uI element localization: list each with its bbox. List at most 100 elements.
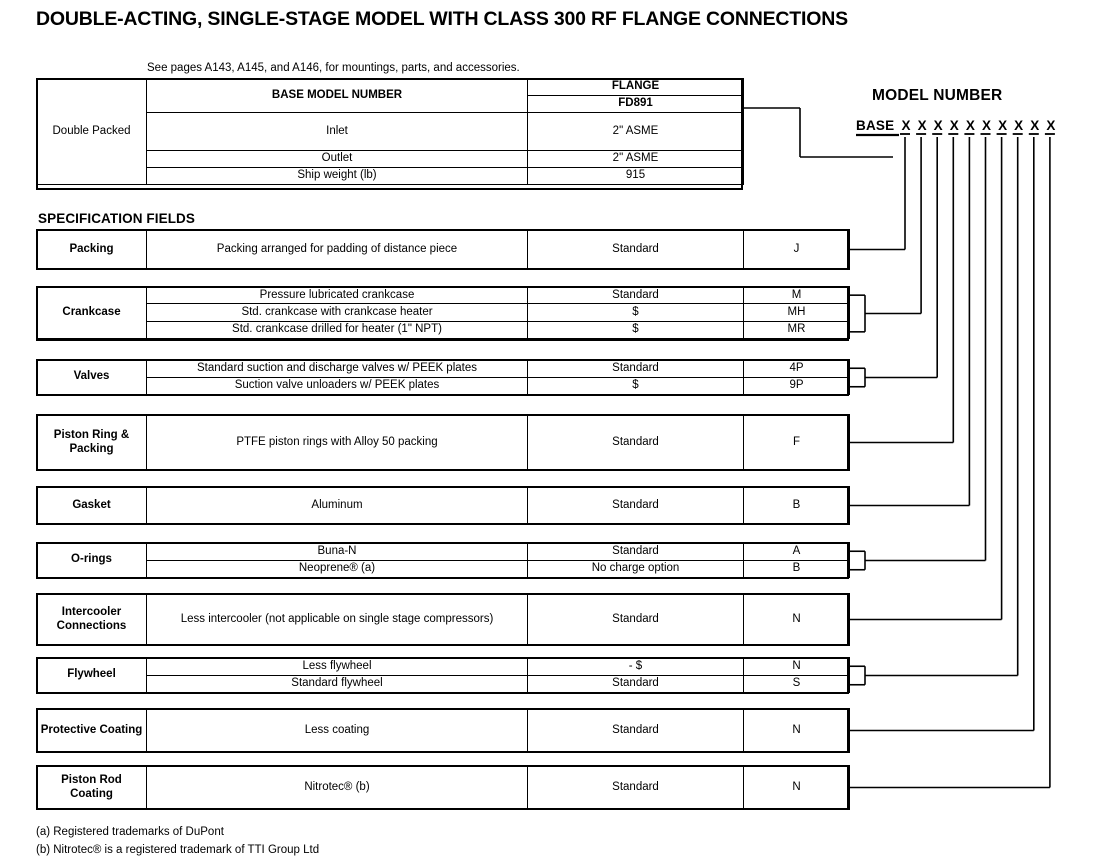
spec-price: Standard (527, 359, 744, 378)
flange-header: FLANGE (527, 78, 744, 96)
reference-note: See pages A143, A145, and A146, for moun… (147, 62, 520, 74)
outlet-label: Outlet (146, 150, 528, 168)
flange-model-code: FD891 (527, 95, 744, 113)
spec-code: 9P (743, 376, 850, 395)
spec-field-label: Valves (36, 359, 147, 395)
spec-description: Packing arranged for padding of distance… (146, 229, 528, 270)
spec-price: Standard (527, 708, 744, 753)
base-label: BASE (856, 118, 895, 133)
spec-price: $ (527, 320, 744, 339)
spec-code: MR (743, 320, 850, 339)
spec-description: Neoprene® (a) (146, 559, 528, 578)
spec-price: Standard (527, 593, 744, 646)
specification-fields-heading: SPECIFICATION FIELDS (38, 211, 196, 226)
footnotes: (a) Registered trademarks of DuPont (b) … (36, 824, 319, 860)
model-x-slot-2: X (917, 118, 927, 133)
base-model-table: Double Packed BASE MODEL NUMBER FLANGE F… (36, 78, 744, 185)
model-x-slot-6: X (981, 118, 991, 133)
spec-description: PTFE piston rings with Alloy 50 packing (146, 414, 528, 471)
spec-price: Standard (527, 285, 744, 305)
spec-price: Standard (527, 674, 744, 693)
page-title: DOUBLE-ACTING, SINGLE-STAGE MODEL WITH C… (36, 8, 848, 30)
spec-price: - $ (527, 657, 744, 676)
spec-description: Standard suction and discharge valves w/… (146, 359, 528, 378)
spec-field-label: Gasket (36, 486, 147, 525)
spec-code: A (743, 542, 850, 561)
model-x-slot-8: X (1014, 118, 1024, 133)
spec-price: Standard (527, 414, 744, 471)
spec-description: Less intercooler (not applicable on sing… (146, 593, 528, 646)
model-x-slot-4: X (949, 118, 959, 133)
spec-code: N (743, 708, 850, 753)
model-number-heading: MODEL NUMBER (872, 87, 1003, 104)
footnote-b: (b) Nitrotec® is a registered trademark … (36, 843, 320, 856)
base-side-label: Double Packed (36, 78, 147, 185)
spec-row: Std. crankcase with crankcase heater$MH (37, 303, 850, 322)
spec-code: MH (743, 303, 850, 322)
spec-row: Suction valve unloaders w/ PEEK plates$9… (37, 376, 850, 395)
spec-description: Nitrotec® (b) (146, 765, 528, 810)
spec-code: B (743, 486, 850, 525)
spec-field-label: Protective Coating (36, 708, 147, 753)
inlet-label: Inlet (146, 112, 528, 151)
model-x-slot-10: X (1046, 118, 1056, 133)
spec-code: N (743, 657, 850, 676)
model-x-slot-9: X (1030, 118, 1040, 133)
spec-description: Less coating (146, 708, 528, 753)
spec-field-label: Crankcase (36, 286, 147, 339)
spec-price: $ (527, 376, 744, 395)
inlet-value: 2" ASME (527, 112, 744, 151)
spec-description: Suction valve unloaders w/ PEEK plates (146, 376, 528, 395)
spec-price: Standard (527, 765, 744, 810)
outlet-value: 2" ASME (527, 150, 744, 168)
spec-price: Standard (527, 486, 744, 525)
model-x-slot-3: X (933, 118, 943, 133)
ship-weight-value: 915 (527, 167, 744, 185)
spec-price: Standard (527, 229, 744, 270)
spec-description: Buna-N (146, 542, 528, 561)
spec-description: Pressure lubricated crankcase (146, 285, 528, 305)
spec-code: B (743, 559, 850, 578)
spec-price: $ (527, 303, 744, 322)
ship-weight-label: Ship weight (lb) (146, 167, 528, 185)
spec-field-label: O-rings (36, 542, 147, 578)
model-x-slot-1: X (901, 118, 911, 133)
footnote-a: (a) Registered trademarks of DuPont (36, 826, 224, 838)
spec-code: M (743, 285, 850, 305)
spec-code: 4P (743, 359, 850, 378)
model-x-slot-7: X (998, 118, 1008, 133)
spec-description: Aluminum (146, 486, 528, 525)
spec-row: Std. crankcase drilled for heater (1" NP… (37, 320, 850, 339)
spec-field-label: Packing (36, 229, 147, 270)
spec-field-label: Intercooler Connections (36, 593, 147, 646)
base-model-number-header: BASE MODEL NUMBER (146, 78, 528, 113)
spec-field-label: Piston Ring & Packing (36, 414, 147, 471)
spec-description: Std. crankcase with crankcase heater (146, 303, 528, 322)
spec-price: Standard (527, 542, 744, 561)
spec-field-label: Flywheel (36, 657, 147, 693)
spec-field-label: Piston Rod Coating (36, 765, 147, 810)
spec-code: N (743, 765, 850, 810)
spec-code: F (743, 414, 850, 471)
spec-code: J (743, 229, 850, 270)
spec-code: N (743, 593, 850, 646)
